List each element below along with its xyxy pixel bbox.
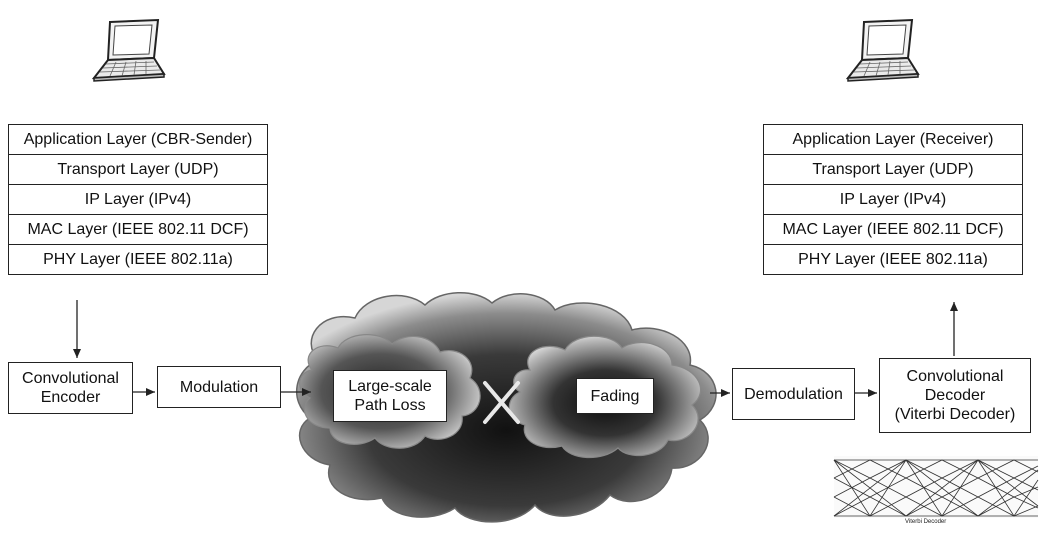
convolutional-decoder-line-3: (Viterbi Decoder) xyxy=(894,406,1016,423)
modulation-label: Modulation xyxy=(179,378,259,396)
demodulation-label: Demodulation xyxy=(744,385,843,403)
convolutional-encoder-line-1: Convolutional xyxy=(22,370,119,387)
sender-mac-layer: MAC Layer (IEEE 802.11 DCF) xyxy=(9,215,267,245)
receiver-phy-layer: PHY Layer (IEEE 802.11a) xyxy=(798,250,988,268)
signal-arrows xyxy=(73,300,958,397)
sender-ip-layer: IP Layer (IPv4) xyxy=(9,185,267,215)
sender-application-layer: Application Layer (CBR-Sender) xyxy=(9,125,267,155)
fading-box: Fading xyxy=(576,378,654,414)
receiver-application-layer: Application Layer (Receiver) xyxy=(764,125,1022,155)
viterbi-trellis xyxy=(833,456,1039,518)
path-loss-line-2: Path Loss xyxy=(354,397,426,414)
path-loss-box: Large-scale Path Loss xyxy=(333,370,447,422)
convolutional-decoder-box: Convolutional Decoder (Viterbi Decoder) xyxy=(879,358,1031,433)
viterbi-trellis-caption: Viterbi Decoder xyxy=(905,519,947,525)
sender-phy-layer: PHY Layer (IEEE 802.11a) xyxy=(43,250,233,268)
receiver-ip-layer: IP Layer (IPv4) xyxy=(764,185,1022,215)
modulation-box: Modulation xyxy=(157,366,281,408)
channel-cross xyxy=(483,381,520,424)
sender-laptop-icon xyxy=(91,18,166,82)
receiver-transport-layer: Transport Layer (UDP) xyxy=(764,155,1022,185)
receiver-mac-layer: MAC Layer (IEEE 802.11 DCF) xyxy=(764,215,1022,245)
sender-transport-layer: Transport Layer (UDP) xyxy=(9,155,267,185)
receiver-laptop-icon xyxy=(845,18,920,82)
convolutional-decoder-line-1: Convolutional xyxy=(906,368,1004,385)
sender-protocol-stack: Application Layer (CBR-Sender) Transport… xyxy=(8,124,268,275)
demodulation-box: Demodulation xyxy=(732,368,855,420)
path-loss-line-1: Large-scale xyxy=(348,378,432,395)
receiver-protocol-stack: Application Layer (Receiver) Transport L… xyxy=(763,124,1023,275)
convolutional-decoder-line-2: Decoder xyxy=(924,387,986,404)
fading-label: Fading xyxy=(590,387,640,405)
convolutional-encoder-line-2: Encoder xyxy=(40,389,101,406)
convolutional-encoder-box: Convolutional Encoder xyxy=(8,362,133,414)
